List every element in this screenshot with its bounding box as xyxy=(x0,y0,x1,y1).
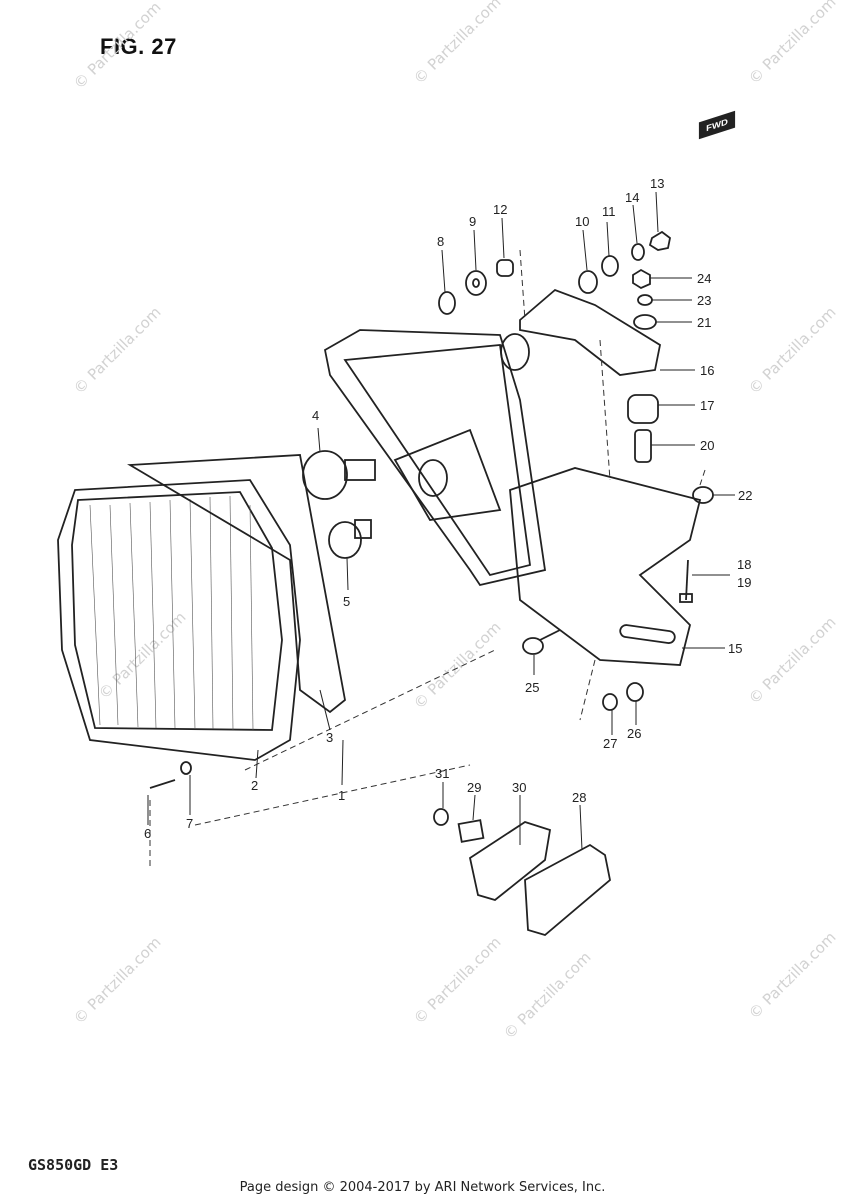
callout-28: 28 xyxy=(572,790,586,805)
callout-12: 12 xyxy=(493,202,507,217)
callout-6: 6 xyxy=(144,826,151,841)
bolt-18-part xyxy=(679,559,693,603)
page-footer: Page design © 2004-2017 by ARI Network S… xyxy=(239,1180,606,1195)
washer-8-part xyxy=(438,291,456,315)
callout-14: 14 xyxy=(625,190,639,205)
callout-27: 27 xyxy=(603,736,617,751)
callout-21: 21 xyxy=(697,315,711,330)
nut-13-part xyxy=(648,230,671,251)
washer-7-part xyxy=(180,761,192,775)
callout-7: 7 xyxy=(186,816,193,831)
callout-24: 24 xyxy=(697,271,711,286)
nut-26-part xyxy=(626,682,644,702)
callout-13: 13 xyxy=(650,176,664,191)
collar-12-part xyxy=(496,259,514,277)
washer-11-part xyxy=(601,255,619,277)
callout-25: 25 xyxy=(525,680,539,695)
callout-11: 11 xyxy=(602,204,616,219)
washer-21-part xyxy=(633,314,657,330)
callout-10: 10 xyxy=(575,214,589,229)
callout-29: 29 xyxy=(467,780,481,795)
nut-24-part xyxy=(632,268,651,290)
screw-25-part xyxy=(522,629,561,655)
license-lamp-lens-part xyxy=(524,843,611,937)
bulb-4-part xyxy=(302,450,376,500)
leader-lines xyxy=(147,191,735,851)
callout-15: 15 xyxy=(728,641,742,656)
model-code: GS850GD E3 xyxy=(28,1156,119,1174)
callout-22: 22 xyxy=(738,488,752,503)
callout-18: 18 xyxy=(737,557,751,572)
figure-title: FIG. 27 xyxy=(100,34,177,59)
pad-29-part xyxy=(457,819,485,843)
gasket-part xyxy=(127,454,346,714)
collar-20-part xyxy=(634,429,652,463)
callout-3: 3 xyxy=(326,730,333,745)
washer-10-part xyxy=(578,270,598,294)
callout-9: 9 xyxy=(469,214,476,229)
callout-23: 23 xyxy=(697,293,711,308)
bulb-5-part xyxy=(328,519,372,559)
lens-part xyxy=(57,479,301,761)
cushion-17-part xyxy=(627,394,659,424)
callout-1: 1 xyxy=(338,788,345,803)
callout-26: 26 xyxy=(627,726,641,741)
washer-23-part xyxy=(637,294,653,306)
callout-17: 17 xyxy=(700,398,714,413)
callout-4: 4 xyxy=(312,408,319,423)
callout-8: 8 xyxy=(437,234,444,249)
license-lamp-housing-part xyxy=(468,821,552,901)
callout-2: 2 xyxy=(251,778,258,793)
washer-27-part xyxy=(602,693,618,711)
callout-19: 19 xyxy=(737,575,751,590)
license-bracket-part xyxy=(509,467,702,666)
lamp-housing-part xyxy=(323,329,547,587)
callout-16: 16 xyxy=(700,363,714,378)
screw-6-part xyxy=(149,779,176,789)
washer-14-part xyxy=(631,243,645,261)
callout-5: 5 xyxy=(343,594,350,609)
washer-9-part xyxy=(465,270,487,296)
nut-22-part xyxy=(692,486,714,504)
callout-31: 31 xyxy=(435,766,449,781)
upper-bracket-part xyxy=(519,288,662,376)
callout-30: 30 xyxy=(512,780,526,795)
callout-20: 20 xyxy=(700,438,714,453)
nut-31-part xyxy=(433,808,449,826)
callout-labels: 1 2 3 4 5 6 7 8 9 10 11 12 13 14 15 16 1… xyxy=(144,176,752,841)
